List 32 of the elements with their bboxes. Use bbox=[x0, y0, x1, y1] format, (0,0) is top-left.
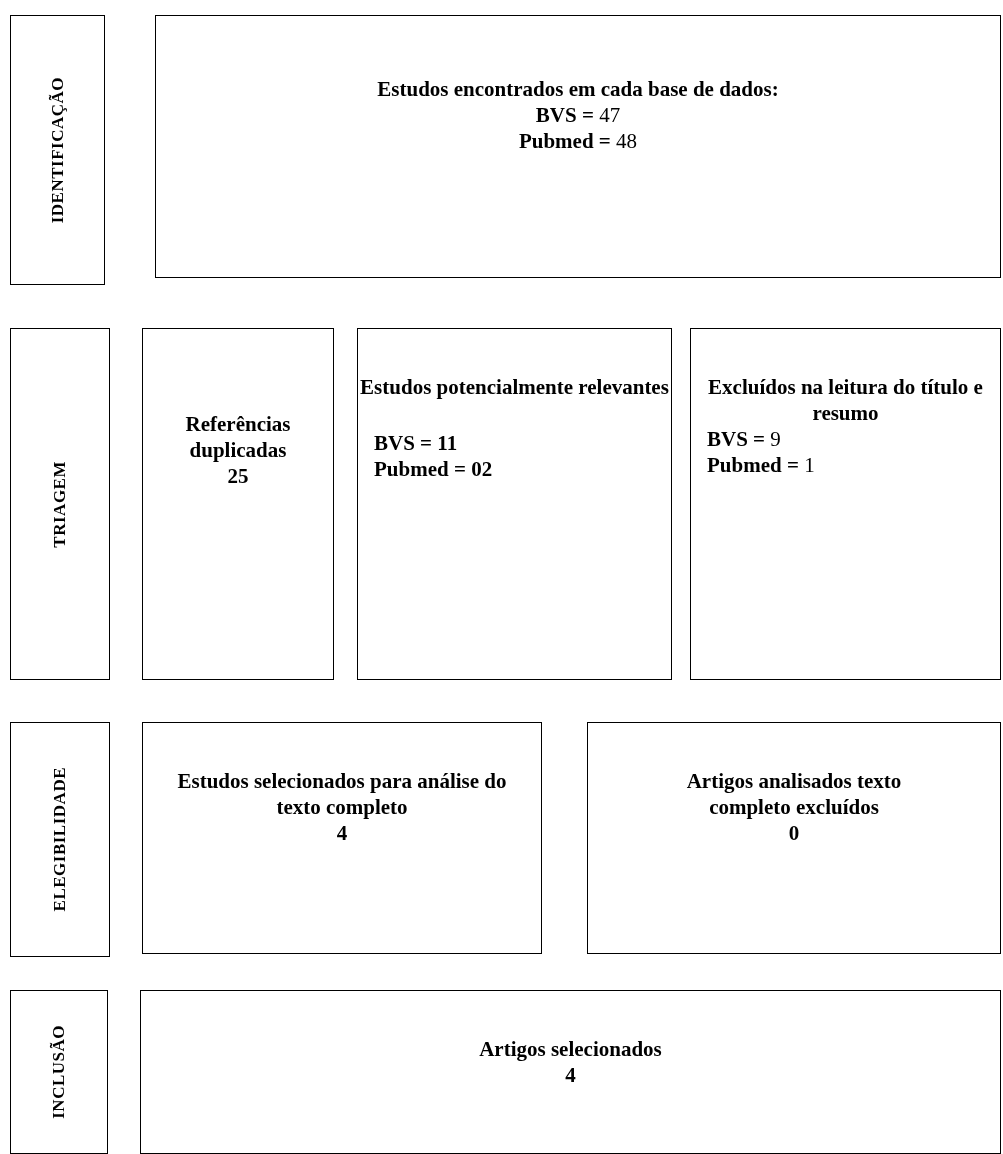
process-box bbox=[140, 990, 1001, 1154]
stage-label: TRIAGEM bbox=[50, 460, 70, 548]
count-line: Pubmed = 02 bbox=[374, 456, 494, 482]
process-box bbox=[142, 722, 542, 954]
box-heading: Artigos analisados texto completo excluídos bbox=[685, 768, 903, 820]
count-line: Pubmed = 1 bbox=[707, 452, 816, 478]
count-value: 0 bbox=[788, 820, 800, 846]
stage-box bbox=[10, 990, 108, 1154]
stage-label: IDENTIFICAÇÃO bbox=[47, 76, 68, 224]
count-line: Pubmed = 48 bbox=[518, 128, 638, 154]
stage-label: ELEGIBILIDADE bbox=[50, 767, 70, 912]
count-line: BVS = 11 bbox=[374, 430, 459, 456]
box-heading: Artigos selecionados bbox=[479, 1036, 662, 1062]
count-value: 4 bbox=[565, 1062, 576, 1088]
box-heading: Referências duplicadas bbox=[184, 411, 292, 463]
box-heading: Estudos potencialmente relevantes bbox=[360, 374, 669, 400]
box-heading: Excluídos na leitura do título e resumo bbox=[707, 374, 984, 426]
count-value: 25 bbox=[227, 463, 249, 489]
count-line: BVS = 47 bbox=[535, 102, 621, 128]
box-heading: Estudos selecionados para análise do texto completo bbox=[176, 768, 508, 820]
count-line: BVS = 9 bbox=[707, 426, 782, 452]
count-value: 4 bbox=[336, 820, 348, 846]
process-box bbox=[155, 15, 1001, 278]
stage-label: INCLUSÃO bbox=[49, 1025, 69, 1119]
process-box bbox=[690, 328, 1001, 680]
box-heading: Estudos encontrados em cada base de dados: bbox=[377, 76, 779, 102]
process-box bbox=[142, 328, 334, 680]
stage-box bbox=[10, 328, 110, 680]
process-box bbox=[587, 722, 1001, 954]
stage-box bbox=[10, 722, 110, 957]
process-box bbox=[357, 328, 672, 680]
stage-box bbox=[10, 15, 105, 285]
